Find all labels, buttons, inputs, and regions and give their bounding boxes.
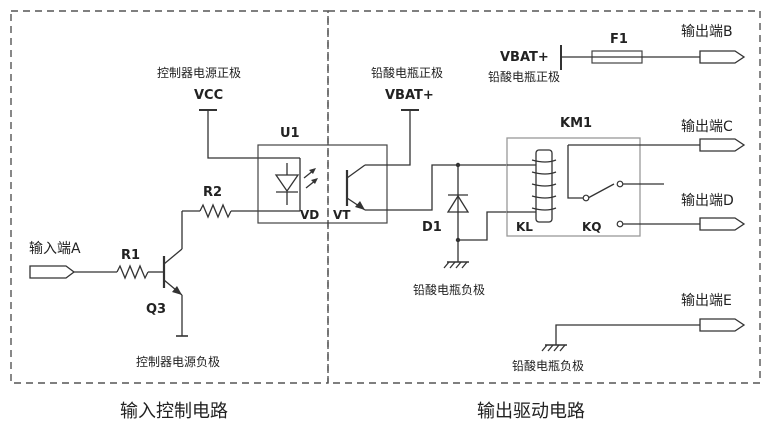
label-output-e: 输出端E: [681, 293, 732, 309]
optocoupler-u1: [257, 144, 388, 224]
label-vbat-top: VBAT+: [385, 88, 434, 103]
label-vcc: VCC: [194, 88, 223, 103]
label-battery-pos-top: 铅酸电瓶正极: [371, 65, 443, 80]
label-vt: VT: [333, 208, 351, 222]
label-ctrl-gnd-desc: 控制器电源负极: [136, 355, 220, 369]
label-output-b: 输出端B: [681, 24, 733, 40]
label-vd: VD: [300, 208, 319, 222]
label-output-d: 输出端D: [681, 193, 734, 209]
label-ctrl-vcc-desc: 控制器电源正极: [157, 66, 241, 80]
caption-output-drive: 输出驱动电路: [477, 401, 585, 422]
led-vd: [274, 174, 300, 193]
label-kq: KQ: [582, 220, 602, 234]
label-battery-pos-right: 铅酸电瓶正极: [488, 69, 560, 84]
caption-input-control: 输入控制电路: [120, 401, 228, 422]
label-battery-neg-bottom: 铅酸电瓶负极: [512, 358, 584, 373]
input-control-frame: [10, 10, 329, 384]
output-terminal-d: [699, 217, 746, 231]
input-terminal-a: [29, 265, 76, 279]
diode-d1: [446, 194, 470, 213]
output-terminal-e: [699, 318, 746, 332]
output-terminal-b: [699, 50, 746, 64]
label-f1: F1: [610, 32, 628, 47]
label-input-a: 输入端A: [29, 241, 81, 257]
label-vbat-right: VBAT+: [500, 50, 549, 65]
relay-contact-kq: [587, 183, 615, 199]
label-output-c: 输出端C: [681, 119, 733, 135]
label-d1: D1: [422, 220, 442, 235]
output-drive-frame: [327, 10, 761, 384]
label-q3: Q3: [146, 302, 166, 317]
relay-km1: [506, 137, 641, 237]
resistor-r1: [116, 264, 149, 280]
label-kl: KL: [516, 220, 533, 234]
label-r2: R2: [203, 185, 222, 200]
label-battery-neg-mid: 铅酸电瓶负极: [413, 282, 485, 297]
output-terminal-c: [699, 138, 746, 152]
label-r1: R1: [121, 248, 140, 263]
label-km1: KM1: [560, 116, 592, 131]
label-u1: U1: [280, 126, 300, 141]
relay-coil-kl: [535, 149, 553, 223]
resistor-r2: [199, 203, 232, 219]
